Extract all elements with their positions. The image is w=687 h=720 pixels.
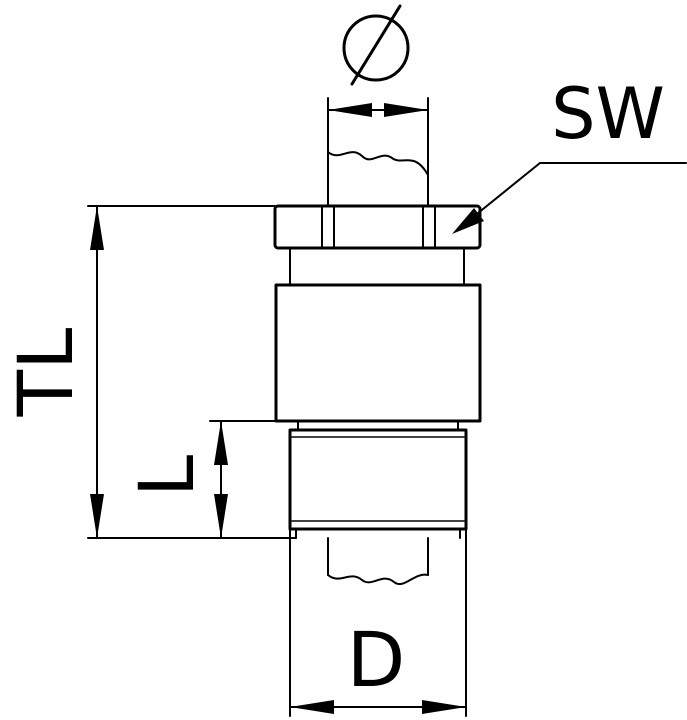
cable-bottom — [327, 537, 429, 585]
diameter-symbol-icon — [342, 4, 410, 86]
cable-top — [327, 151, 429, 206]
d-label: D — [347, 615, 406, 704]
sw-label: SW — [551, 73, 665, 155]
tl-dimension — [87, 205, 297, 539]
tl-label: TL — [1, 328, 90, 418]
sw-leader — [452, 162, 687, 234]
gland-body — [274, 283, 482, 423]
gland-neck — [289, 247, 465, 286]
l-label: L — [122, 455, 211, 497]
hex-nut — [273, 204, 482, 250]
gland-thread — [288, 420, 468, 539]
cable-diameter-dimension — [327, 97, 429, 176]
d-dimension — [289, 528, 467, 717]
l-dimension — [209, 420, 277, 539]
